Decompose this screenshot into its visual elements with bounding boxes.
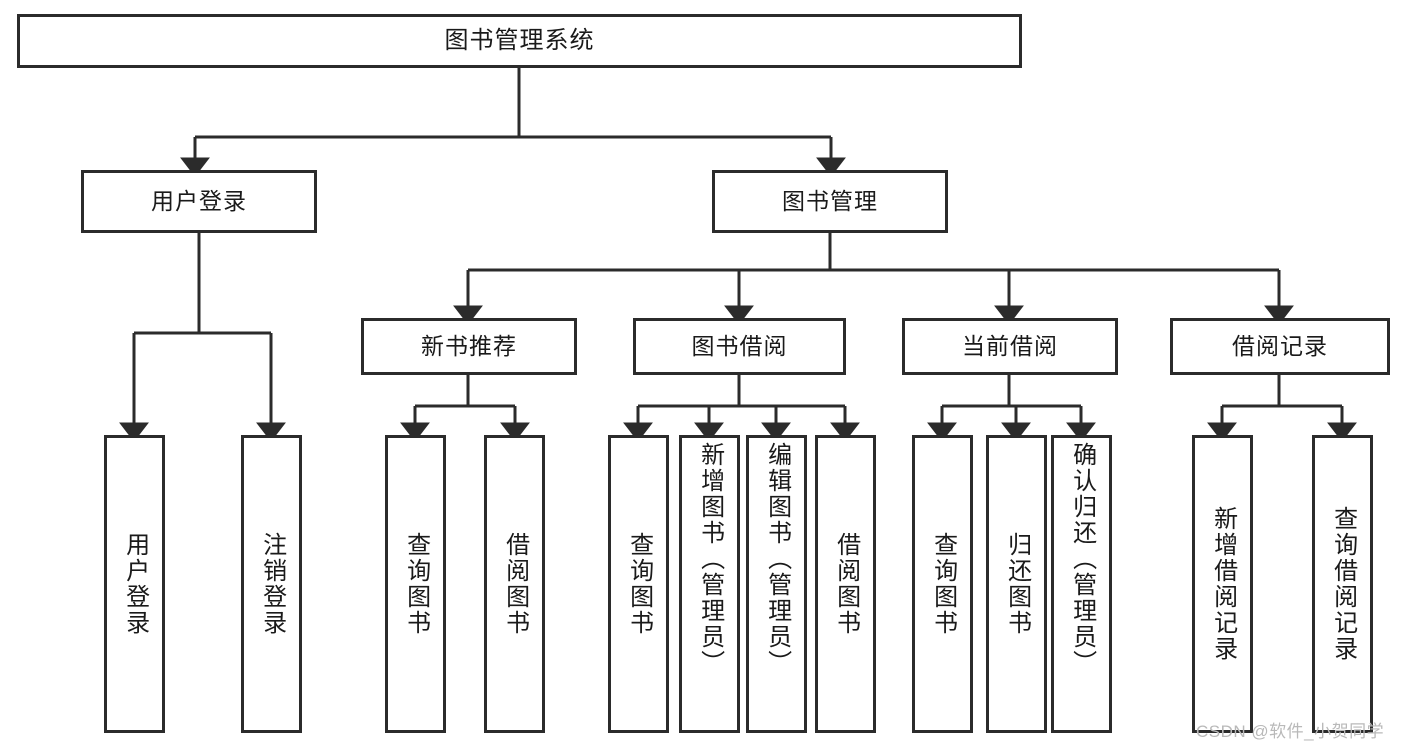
- node-return-book-label: 归还图书: [1003, 532, 1031, 636]
- node-borrow-book-borrow-label: 借阅图书: [832, 532, 860, 636]
- node-add-book-admin[interactable]: 新增图书（管理员）: [679, 435, 740, 733]
- node-user-login[interactable]: 用户登录: [81, 170, 317, 233]
- node-query-book-current-label: 查询图书: [929, 532, 957, 636]
- node-borrow-book-recommend[interactable]: 借阅图书: [484, 435, 545, 733]
- node-borrow-book-borrow[interactable]: 借阅图书: [815, 435, 876, 733]
- node-query-book-recommend[interactable]: 查询图书: [385, 435, 446, 733]
- node-root[interactable]: 图书管理系统: [17, 14, 1022, 68]
- node-query-book-current[interactable]: 查询图书: [912, 435, 973, 733]
- node-book-borrow-label: 图书借阅: [691, 333, 788, 360]
- node-book-manage[interactable]: 图书管理: [712, 170, 948, 233]
- node-query-borrow-record[interactable]: 查询借阅记录: [1312, 435, 1373, 733]
- node-confirm-return-admin-label: 确认归还（管理员）: [1068, 442, 1096, 676]
- node-query-book-borrow[interactable]: 查询图书: [608, 435, 669, 733]
- node-user-logout-leaf[interactable]: 注销登录: [241, 435, 302, 733]
- node-root-label: 图书管理系统: [444, 27, 595, 54]
- node-edit-book-admin[interactable]: 编辑图书（管理员）: [746, 435, 807, 733]
- node-borrow-record[interactable]: 借阅记录: [1170, 318, 1390, 375]
- node-add-borrow-record[interactable]: 新增借阅记录: [1192, 435, 1253, 733]
- node-new-book-recommend-label: 新书推荐: [421, 333, 517, 360]
- node-confirm-return-admin[interactable]: 确认归还（管理员）: [1051, 435, 1112, 733]
- node-user-logout-leaf-label: 注销登录: [258, 532, 286, 636]
- node-book-borrow[interactable]: 图书借阅: [633, 318, 846, 375]
- node-query-book-recommend-label: 查询图书: [402, 532, 430, 636]
- node-query-borrow-record-label: 查询借阅记录: [1329, 506, 1357, 662]
- node-new-book-recommend[interactable]: 新书推荐: [361, 318, 577, 375]
- node-current-borrow[interactable]: 当前借阅: [902, 318, 1118, 375]
- node-user-login-label: 用户登录: [151, 188, 247, 215]
- node-borrow-book-recommend-label: 借阅图书: [501, 532, 529, 636]
- node-borrow-record-label: 借阅记录: [1232, 333, 1328, 360]
- node-return-book[interactable]: 归还图书: [986, 435, 1047, 733]
- node-book-manage-label: 图书管理: [782, 188, 878, 215]
- node-edit-book-admin-label: 编辑图书（管理员）: [763, 442, 791, 676]
- watermark: CSDN @软件_小贺同学: [1196, 722, 1385, 741]
- node-query-book-borrow-label: 查询图书: [625, 532, 653, 636]
- node-add-borrow-record-label: 新增借阅记录: [1209, 506, 1237, 662]
- node-add-book-admin-label: 新增图书（管理员）: [696, 442, 724, 676]
- node-user-login-leaf-label: 用户登录: [121, 532, 149, 636]
- node-current-borrow-label: 当前借阅: [962, 333, 1058, 360]
- node-user-login-leaf[interactable]: 用户登录: [104, 435, 165, 733]
